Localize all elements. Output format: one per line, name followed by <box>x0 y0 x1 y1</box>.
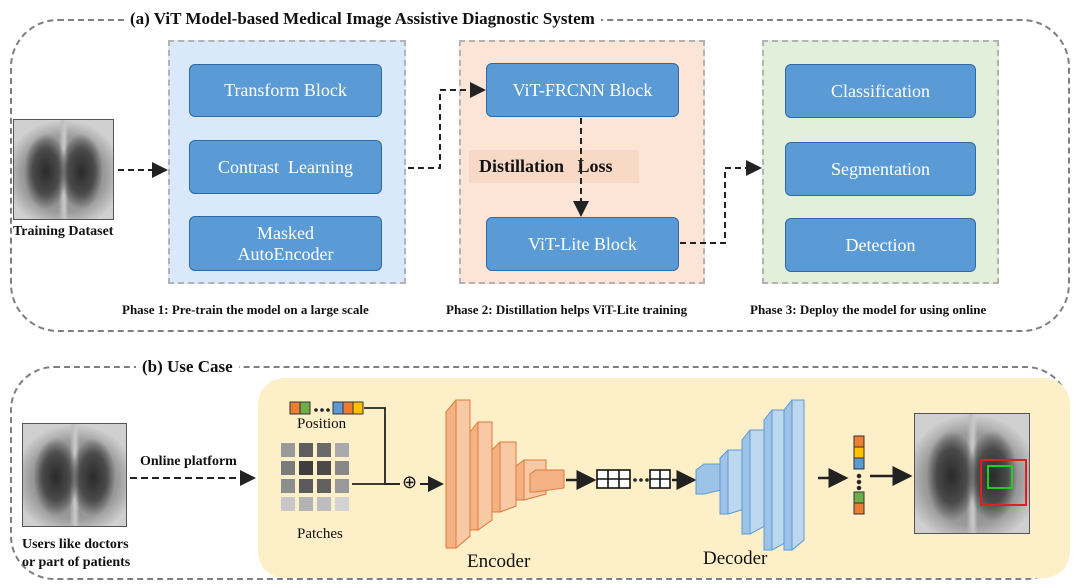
section-a-title: (a) ViT Model-based Medical Image Assist… <box>124 9 601 29</box>
online-platform-label: Online platform <box>140 454 237 469</box>
masked-autoencoder-block: Masked AutoEncoder <box>189 216 382 271</box>
output-xray-image <box>914 413 1030 534</box>
phase2-caption: Phase 2: Distillation helps ViT-Lite tra… <box>446 302 688 317</box>
phase1-caption: Phase 1: Pre-train the model on a large … <box>122 302 369 317</box>
user-xray-image <box>22 423 127 527</box>
decoder-shape <box>695 399 805 552</box>
encoder-label: Encoder <box>467 551 531 572</box>
detection-block: Detection <box>785 218 976 272</box>
patches-grid <box>281 443 349 517</box>
phase3-caption: Phase 3: Deploy the model for using onli… <box>750 302 987 317</box>
latent-grid-left <box>596 469 631 489</box>
vit-lite-block: ViT-Lite Block <box>486 217 679 271</box>
plus-symbol: ⊕ <box>402 472 418 493</box>
distillation-loss-box <box>469 150 639 183</box>
vit-frcnn-block: ViT-FRCNN Block <box>486 63 679 117</box>
detection-box-green <box>987 465 1013 489</box>
position-label: Position <box>297 416 347 432</box>
arrow-phase2-to-phase3 <box>680 160 762 244</box>
distillation-loss-label: Distillation Loss <box>479 156 613 176</box>
detection-box-red <box>980 459 1027 506</box>
decoder-label: Decoder <box>703 548 768 569</box>
patches-label: Patches <box>297 526 343 542</box>
arrow-phase1-to-phase2 <box>408 82 486 169</box>
classification-block: Classification <box>785 64 976 118</box>
output-tokens <box>853 435 865 515</box>
encoder-shape <box>445 399 565 550</box>
training-xray-image <box>13 119 114 220</box>
training-dataset-label: Training Dataset <box>13 224 114 239</box>
transform-block: Transform Block <box>189 64 382 117</box>
contrast-learning-block: Contrast Learning <box>189 140 382 194</box>
section-b-title: (b) Use Case <box>136 357 239 377</box>
segmentation-block: Segmentation <box>785 142 976 196</box>
latent-grid-right <box>649 469 671 489</box>
users-label-line1: Users like doctors <box>22 537 129 552</box>
arrow-position-to-plus <box>364 407 400 485</box>
users-label-line2: or part of patients <box>22 555 131 570</box>
position-tokens <box>289 401 364 415</box>
